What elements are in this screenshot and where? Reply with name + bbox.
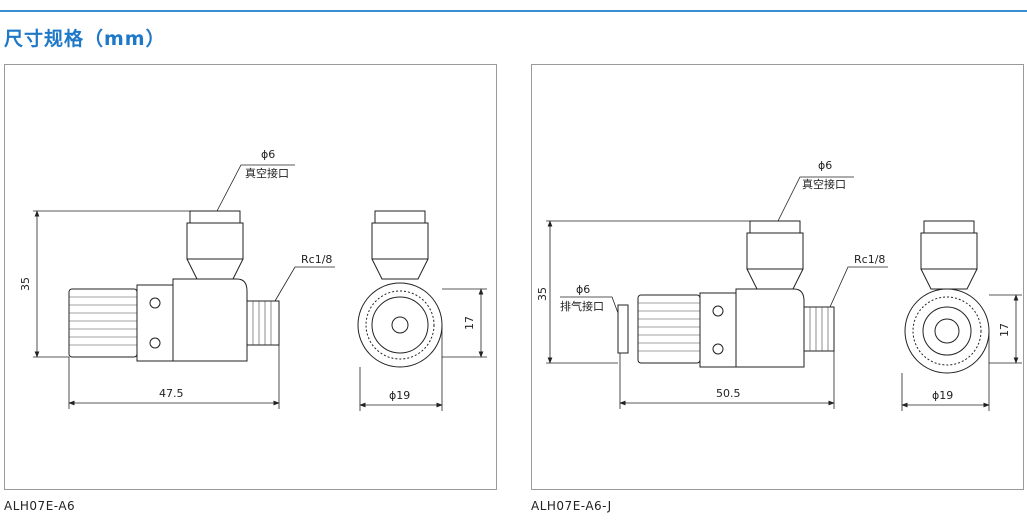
header-rule <box>0 10 1027 12</box>
thread-leader <box>274 266 335 302</box>
elbow-body <box>172 278 248 362</box>
side-hole <box>934 318 960 344</box>
callout-top-label: 真空接口 <box>802 177 846 191</box>
caption-a6: ALH07E-A6 <box>4 499 76 513</box>
side-fitting-body <box>920 232 978 270</box>
callout-exhaust-leader <box>560 296 619 314</box>
callout-top-leader <box>216 164 295 212</box>
drawing-a6: ϕ6 真空接口 Rc1/8 35 47.5 ϕ19 17 <box>19 148 487 411</box>
side-knurl-ring <box>912 296 982 366</box>
drawing-panel-a6: ϕ6 真空接口 Rc1/8 35 47.5 ϕ19 17 <box>4 64 497 490</box>
dim-side-diameter-text: ϕ19 <box>389 389 410 402</box>
valve-body <box>136 284 174 362</box>
dim-height-text: 35 <box>19 277 32 291</box>
dim-height-text: 35 <box>536 287 549 301</box>
side-fitting-body <box>371 222 429 260</box>
elbow-body <box>735 288 805 368</box>
fitting-cap <box>189 210 241 224</box>
dim-side-height-text: 17 <box>463 316 476 330</box>
side-fitting-cap <box>374 210 426 224</box>
fitting-neck <box>746 268 804 290</box>
thread-label: Rc1/8 <box>301 253 332 266</box>
side-hole <box>391 316 409 334</box>
side-knurl-ring <box>365 290 435 360</box>
drawing-panel-a6-j: ϕ6 真空接口 ϕ6 排气接口 Rc1/8 35 50.5 ϕ19 17 <box>531 64 1024 490</box>
callout-top-diameter: ϕ6 <box>261 148 275 161</box>
fitting-cap <box>749 220 801 234</box>
caption-a6-j: ALH07E-A6-J <box>531 499 612 513</box>
page-title: 尺寸规格（mm） <box>4 28 166 50</box>
knob <box>637 294 701 364</box>
thread-port <box>803 306 835 352</box>
fitting-body <box>746 232 804 270</box>
drawing-a6-j: ϕ6 真空接口 ϕ6 排气接口 Rc1/8 35 50.5 ϕ19 17 <box>536 159 1022 411</box>
side-fitting-neck <box>371 258 429 280</box>
thread-label: Rc1/8 <box>854 253 885 266</box>
valve-body <box>699 292 737 368</box>
knob <box>68 288 138 358</box>
side-inner-circle <box>371 296 429 354</box>
callout-exhaust-diameter: ϕ6 <box>576 283 590 296</box>
callout-top-label: 真空接口 <box>245 166 289 180</box>
callout-top-diameter: ϕ6 <box>818 159 832 172</box>
dim-length-text: 50.5 <box>716 387 741 400</box>
side-inner-circle <box>922 306 972 356</box>
callout-exhaust-label: 排气接口 <box>560 299 604 313</box>
fitting-neck <box>186 258 244 280</box>
exhaust-port <box>617 304 629 354</box>
fitting-body <box>186 222 244 260</box>
dim-length-text: 47.5 <box>159 387 184 400</box>
side-fitting-neck <box>920 268 978 290</box>
side-outer-circle <box>904 288 990 374</box>
dim-side-height-text: 17 <box>998 323 1011 337</box>
side-outer-circle <box>357 282 443 368</box>
side-fitting-cap <box>923 220 975 234</box>
dim-side-diameter-text: ϕ19 <box>932 389 953 402</box>
thread-port <box>246 300 280 346</box>
thread-leader <box>829 266 888 308</box>
callout-top-leader <box>777 176 854 222</box>
